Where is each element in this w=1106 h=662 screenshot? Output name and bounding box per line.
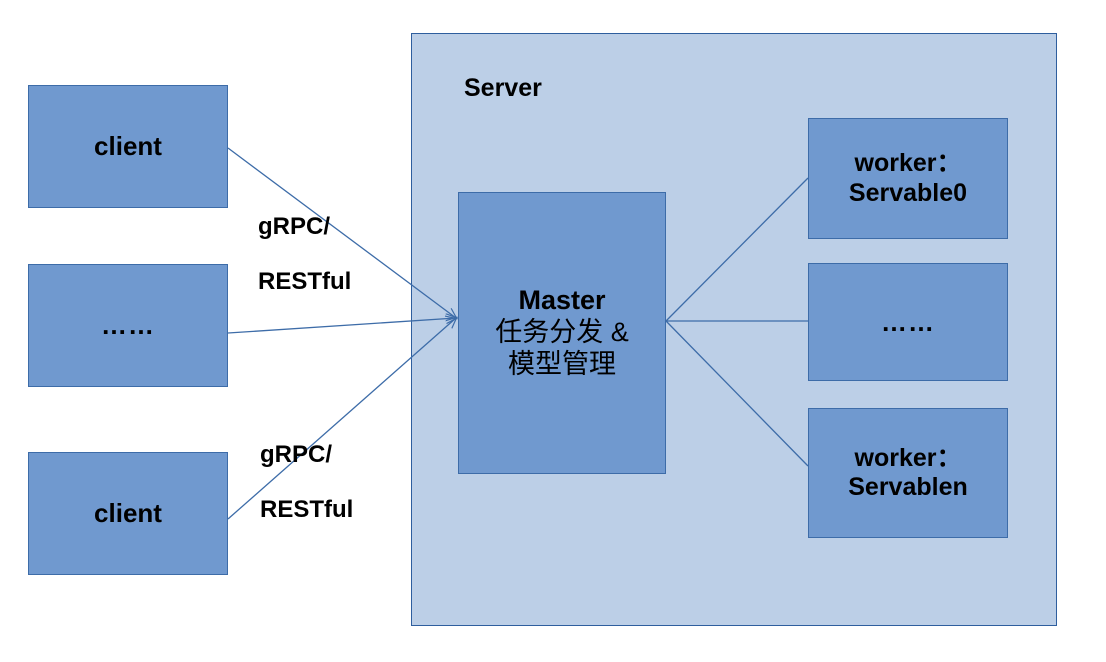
master-label-line3: 模型管理 xyxy=(507,348,616,379)
master-label-line1: Master xyxy=(518,285,606,316)
worker-n-box[interactable]: worker： Servablen xyxy=(808,408,1008,538)
worker-n-label-line2: Servablen xyxy=(848,473,968,501)
edge-label-top-line1: gRPC/ xyxy=(258,212,330,240)
master-box[interactable]: Master 任务分发 & 模型管理 xyxy=(458,192,666,474)
edge-label-bottom: gRPC/ RESTful xyxy=(260,413,353,552)
server-title: Server xyxy=(464,74,542,102)
client-top-box[interactable]: client xyxy=(28,85,228,208)
master-label-line2: 任务分发 & xyxy=(495,317,629,348)
worker-0-box[interactable]: worker： Servable0 xyxy=(808,118,1008,239)
worker-dots-label: …… xyxy=(881,306,935,337)
client-middle-label: …… xyxy=(101,310,155,341)
worker-n-label-line1: worker： xyxy=(854,443,962,472)
worker-0-label-line2: Servable0 xyxy=(848,178,968,207)
edge-label-bottom-line2: RESTful xyxy=(260,496,354,524)
client-top-label: client xyxy=(94,131,162,162)
client-bottom-box[interactable]: client xyxy=(28,452,228,575)
client-bottom-label: client xyxy=(94,498,162,529)
edge-label-top-line2: RESTful xyxy=(258,268,352,296)
edge-label-top: gRPC/ RESTful xyxy=(258,185,351,324)
edge-label-bottom-line1: gRPC/ xyxy=(260,440,332,468)
worker-0-label-line1: worker： xyxy=(854,149,962,177)
worker-dots-box[interactable]: …… xyxy=(808,263,1008,381)
client-middle-box[interactable]: …… xyxy=(28,264,228,387)
